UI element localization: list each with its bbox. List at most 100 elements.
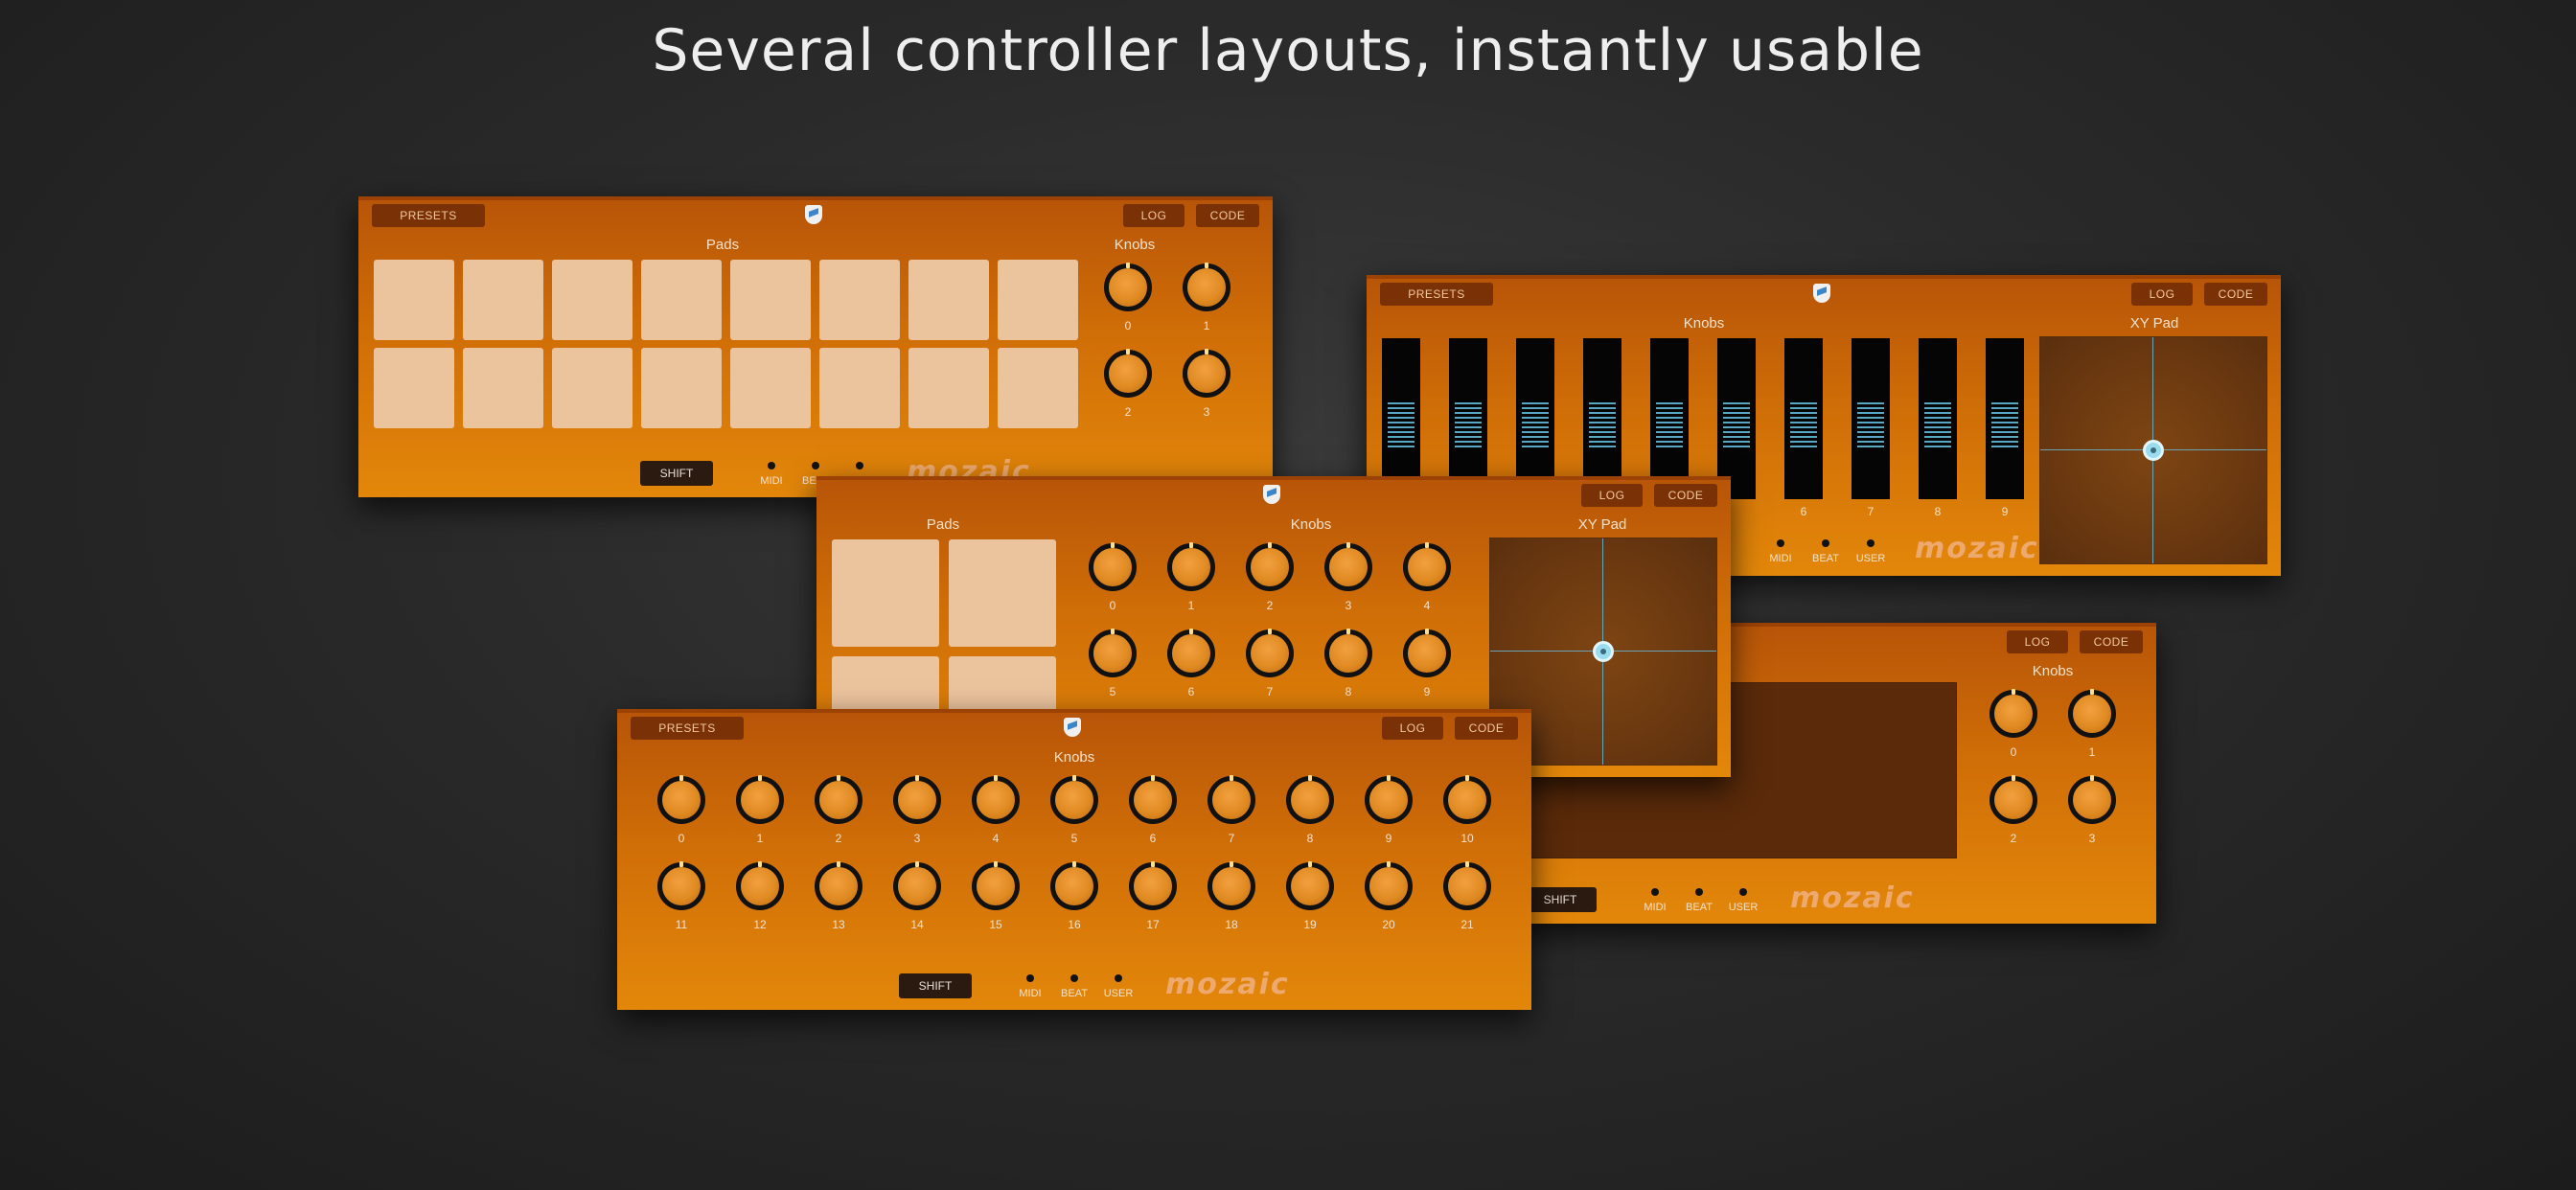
midi-led xyxy=(1651,888,1659,896)
pad[interactable] xyxy=(463,348,543,428)
knob[interactable] xyxy=(972,861,1020,910)
knob[interactable] xyxy=(1443,861,1491,910)
xy-pad-cursor[interactable] xyxy=(1593,641,1614,662)
knob[interactable] xyxy=(657,861,705,910)
slider[interactable] xyxy=(1784,338,1823,499)
knob[interactable] xyxy=(1365,775,1413,824)
presets-button[interactable]: PRESETS xyxy=(372,204,485,227)
shift-button[interactable]: SHIFT xyxy=(1524,887,1597,912)
pad[interactable] xyxy=(552,260,632,340)
midi-label: MIDI xyxy=(1769,553,1792,564)
pad[interactable] xyxy=(374,260,454,340)
mozaic-logo-icon xyxy=(805,205,822,224)
xy-pad-cursor[interactable] xyxy=(2143,440,2164,461)
code-button[interactable]: CODE xyxy=(1455,717,1518,740)
code-button[interactable]: CODE xyxy=(1654,484,1717,507)
knob[interactable] xyxy=(1050,775,1098,824)
shift-button[interactable]: SHIFT xyxy=(640,461,713,486)
knob[interactable] xyxy=(1324,542,1372,591)
knob[interactable] xyxy=(1990,689,2037,738)
code-button[interactable]: CODE xyxy=(2204,283,2267,306)
knob[interactable] xyxy=(1443,775,1491,824)
knob[interactable] xyxy=(736,861,784,910)
slider-number: 9 xyxy=(2001,505,2009,518)
pad[interactable] xyxy=(730,260,811,340)
knobs-label: Knobs xyxy=(2032,663,2074,679)
code-button[interactable]: CODE xyxy=(1196,204,1259,227)
knob[interactable] xyxy=(815,861,862,910)
pad[interactable] xyxy=(908,348,989,428)
knob[interactable] xyxy=(1104,263,1152,311)
code-button[interactable]: CODE xyxy=(2080,630,2143,653)
log-button[interactable]: LOG xyxy=(1123,204,1184,227)
pad[interactable] xyxy=(949,539,1056,647)
knob[interactable] xyxy=(893,861,941,910)
pads-label: Pads xyxy=(926,516,960,533)
knob[interactable] xyxy=(1286,861,1334,910)
pad[interactable] xyxy=(374,348,454,428)
pad[interactable] xyxy=(998,260,1078,340)
slider[interactable] xyxy=(1449,338,1487,499)
knob[interactable] xyxy=(1129,861,1177,910)
knob[interactable] xyxy=(1183,263,1230,311)
knob[interactable] xyxy=(1208,775,1255,824)
knob-number: 2 xyxy=(1124,405,1132,419)
knob[interactable] xyxy=(1089,629,1137,677)
slider[interactable] xyxy=(1382,338,1420,499)
slider[interactable] xyxy=(1583,338,1622,499)
knob[interactable] xyxy=(1990,775,2037,824)
slider[interactable] xyxy=(1919,338,1957,499)
knob[interactable] xyxy=(1365,861,1413,910)
knob[interactable] xyxy=(657,775,705,824)
pad[interactable] xyxy=(908,260,989,340)
pad[interactable] xyxy=(819,260,900,340)
knob[interactable] xyxy=(2068,689,2116,738)
mozaic-logo-icon xyxy=(1813,284,1830,303)
pad[interactable] xyxy=(819,348,900,428)
slider[interactable] xyxy=(1650,338,1689,499)
pad[interactable] xyxy=(641,348,722,428)
knob[interactable] xyxy=(1104,349,1152,398)
pad[interactable] xyxy=(998,348,1078,428)
log-button[interactable]: LOG xyxy=(2007,630,2068,653)
knob[interactable] xyxy=(1403,629,1451,677)
knob[interactable] xyxy=(1167,542,1215,591)
knob[interactable] xyxy=(1089,542,1137,591)
slider[interactable] xyxy=(1516,338,1554,499)
pad[interactable] xyxy=(641,260,722,340)
knob[interactable] xyxy=(1246,542,1294,591)
knob[interactable] xyxy=(736,775,784,824)
knob[interactable] xyxy=(1208,861,1255,910)
knob-number: 3 xyxy=(1345,599,1352,612)
log-button[interactable]: LOG xyxy=(1581,484,1643,507)
knob[interactable] xyxy=(1286,775,1334,824)
knob[interactable] xyxy=(815,775,862,824)
user-label: USER xyxy=(1103,988,1134,999)
pad[interactable] xyxy=(730,348,811,428)
knob[interactable] xyxy=(1050,861,1098,910)
pad[interactable] xyxy=(552,348,632,428)
xy-pad[interactable] xyxy=(2039,336,2267,564)
knob[interactable] xyxy=(1246,629,1294,677)
panel-pads-knobs: PRESETS LOG CODE Pads Knobs 0 1 2 3 SHIF… xyxy=(358,196,1273,497)
knob[interactable] xyxy=(1167,629,1215,677)
slider[interactable] xyxy=(1852,338,1890,499)
pad[interactable] xyxy=(463,260,543,340)
beat-label: BEAT xyxy=(1812,553,1839,564)
knob[interactable] xyxy=(893,775,941,824)
knob[interactable] xyxy=(1403,542,1451,591)
slider[interactable] xyxy=(1717,338,1756,499)
presets-button[interactable]: PRESETS xyxy=(631,717,744,740)
knob[interactable] xyxy=(972,775,1020,824)
knob[interactable] xyxy=(1324,629,1372,677)
pad[interactable] xyxy=(832,539,939,647)
log-button[interactable]: LOG xyxy=(2131,283,2193,306)
knob[interactable] xyxy=(1129,775,1177,824)
knob[interactable] xyxy=(2068,775,2116,824)
slider[interactable] xyxy=(1986,338,2024,499)
knob-number: 8 xyxy=(1306,832,1314,845)
knob[interactable] xyxy=(1183,349,1230,398)
shift-button[interactable]: SHIFT xyxy=(899,973,972,998)
log-button[interactable]: LOG xyxy=(1382,717,1443,740)
presets-button[interactable]: PRESETS xyxy=(1380,283,1493,306)
